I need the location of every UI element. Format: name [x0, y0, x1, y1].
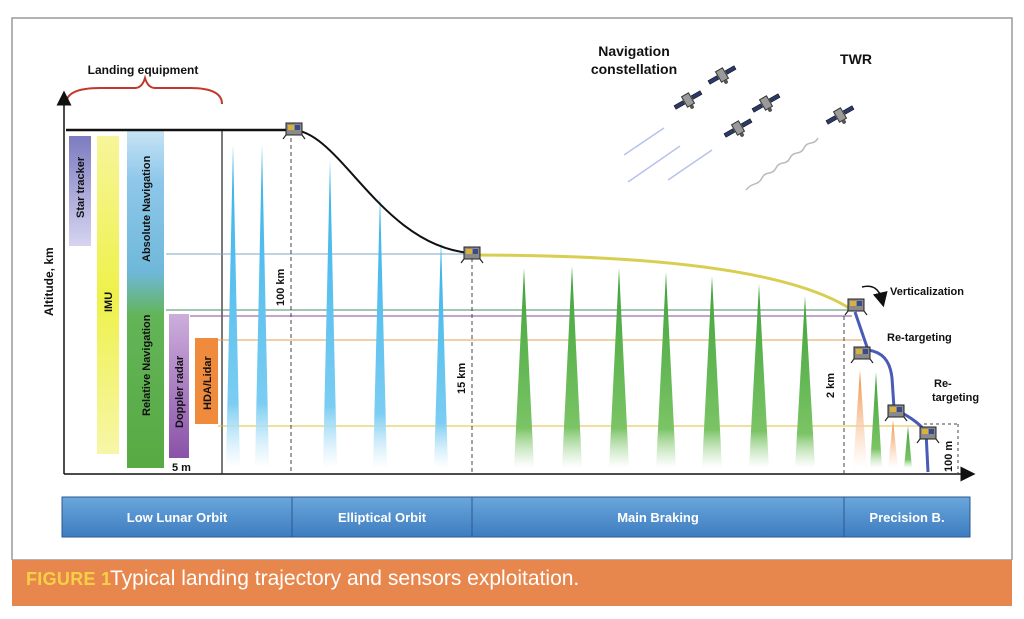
hda-lidar-label: HDA/Lidar [202, 356, 214, 411]
figure-caption: FIGURE 1 Typical landing trajectory and … [12, 560, 1012, 606]
imu-bar [97, 136, 119, 454]
nav-constellation-label-line2: constellation [591, 61, 677, 77]
altitude-label-15km: 15 km [456, 363, 468, 394]
phase-low-lunar-orbit: Low Lunar Orbit [127, 510, 228, 525]
verticalization-label: Verticalization [890, 286, 964, 298]
altitude-label-100m: 100 m [943, 441, 955, 472]
precision-beams [853, 370, 912, 468]
orbit-beams [226, 145, 448, 468]
verticalization-arrow [861, 285, 888, 308]
diagram-border [11, 17, 1013, 561]
star-tracker-bar [69, 136, 91, 246]
star-tracker-label: Star tracker [75, 156, 87, 218]
twr-label: TWR [840, 51, 872, 67]
doppler-radar-bar [169, 314, 189, 458]
phase-bar [61, 496, 971, 538]
twr-signal [745, 137, 819, 191]
imu-label: IMU [103, 292, 115, 312]
landing-diagram: Landing equipment Altitude, km Star trac… [11, 17, 1013, 561]
braking-beams [514, 266, 815, 468]
landing-equipment-brace [65, 74, 223, 105]
nav-constellation-label-line1: Navigation [598, 43, 670, 59]
phase-precision-braking: Precision B. [869, 510, 944, 525]
trajectory-precision [853, 311, 930, 473]
relative-navigation-label: Relative Navigation [141, 314, 153, 416]
landing-equipment-label: Landing equipment [88, 63, 199, 77]
y-axis-label: Altitude, km [42, 247, 56, 316]
phase-main-braking: Main Braking [617, 510, 699, 525]
retargeting-label-2a: Re- [934, 378, 952, 390]
figure-caption-text: Typical landing trajectory and sensors e… [110, 567, 580, 590]
five-m-label: 5 m [172, 462, 191, 474]
doppler-radar-label: Doppler radar [174, 355, 186, 428]
phase-elliptical-orbit: Elliptical Orbit [338, 510, 427, 525]
altitude-label-100km: 100 km [275, 268, 287, 306]
altitude-label-2km: 2 km [825, 373, 837, 398]
figure-number: FIGURE 1 [26, 569, 112, 589]
trajectory-main-braking [473, 253, 853, 312]
absolute-navigation-label: Absolute Navigation [141, 155, 153, 262]
navigation-signals [623, 127, 713, 183]
retargeting-label: Re-targeting [887, 332, 952, 344]
navigation-bar [127, 130, 164, 468]
hda-lidar-bar [195, 338, 218, 424]
trajectory-elliptical [291, 129, 471, 254]
retargeting-label-2b: targeting [932, 392, 979, 404]
